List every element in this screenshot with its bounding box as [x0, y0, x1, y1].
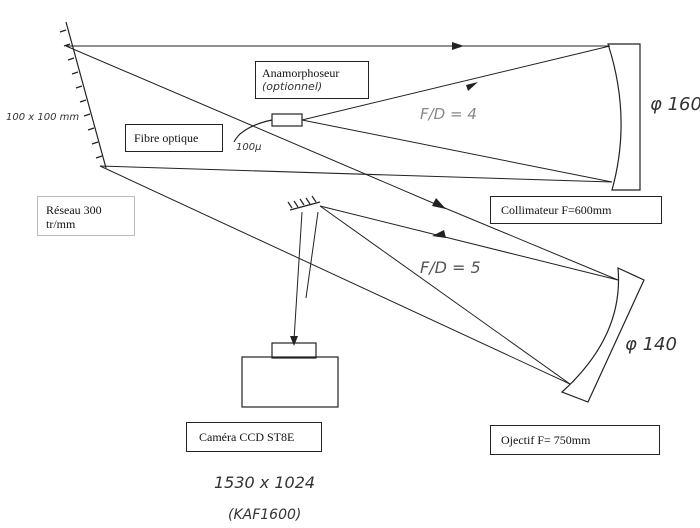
collimateur-label: Collimateur F=600mm — [501, 203, 612, 217]
flat-mirror — [287, 195, 321, 211]
collimator-diameter-note: φ 160 — [650, 94, 700, 115]
fd-objective-note: F/D = 5 — [420, 258, 481, 277]
reseau-size-note: 100 x 100 mm — [6, 112, 80, 123]
fibre-diameter-note: 100µ — [236, 142, 262, 153]
sensor-model-note: (KAF1600) — [228, 507, 302, 523]
ccd-camera — [241, 342, 339, 408]
objectif-box: Ojectif F= 750mm — [490, 425, 660, 455]
objectif-label: Ojectif F= 750mm — [501, 433, 591, 447]
light-rays — [65, 45, 619, 385]
collimateur-box: Collimateur F=600mm — [490, 196, 662, 224]
sensor-size-note: 1530 x 1024 — [214, 473, 316, 492]
fibre-box: Fibre optique — [125, 124, 223, 152]
objective-mirror — [560, 267, 645, 403]
anamorphoseur-label: Anamorphoseur — [262, 66, 340, 80]
camera-label: Caméra CCD ST8E — [199, 430, 295, 444]
collimator-mirror — [607, 43, 641, 191]
camera-box: Caméra CCD ST8E — [186, 422, 322, 452]
reseau-box: Réseau 300 tr/mm — [37, 196, 135, 236]
fd-collimator-note: F/D = 4 — [420, 105, 477, 123]
anamorphoseur-box: Anamorphoseur (optionnel) — [255, 61, 369, 99]
fibre-connector — [233, 113, 303, 143]
grating — [59, 21, 107, 169]
optionnel-label: (optionnel) — [262, 80, 323, 93]
reseau-label: Réseau 300 tr/mm — [46, 203, 102, 231]
objective-diameter-note: φ 140 — [625, 334, 677, 355]
ray-arrows — [290, 42, 478, 346]
fibre-label: Fibre optique — [134, 131, 199, 145]
